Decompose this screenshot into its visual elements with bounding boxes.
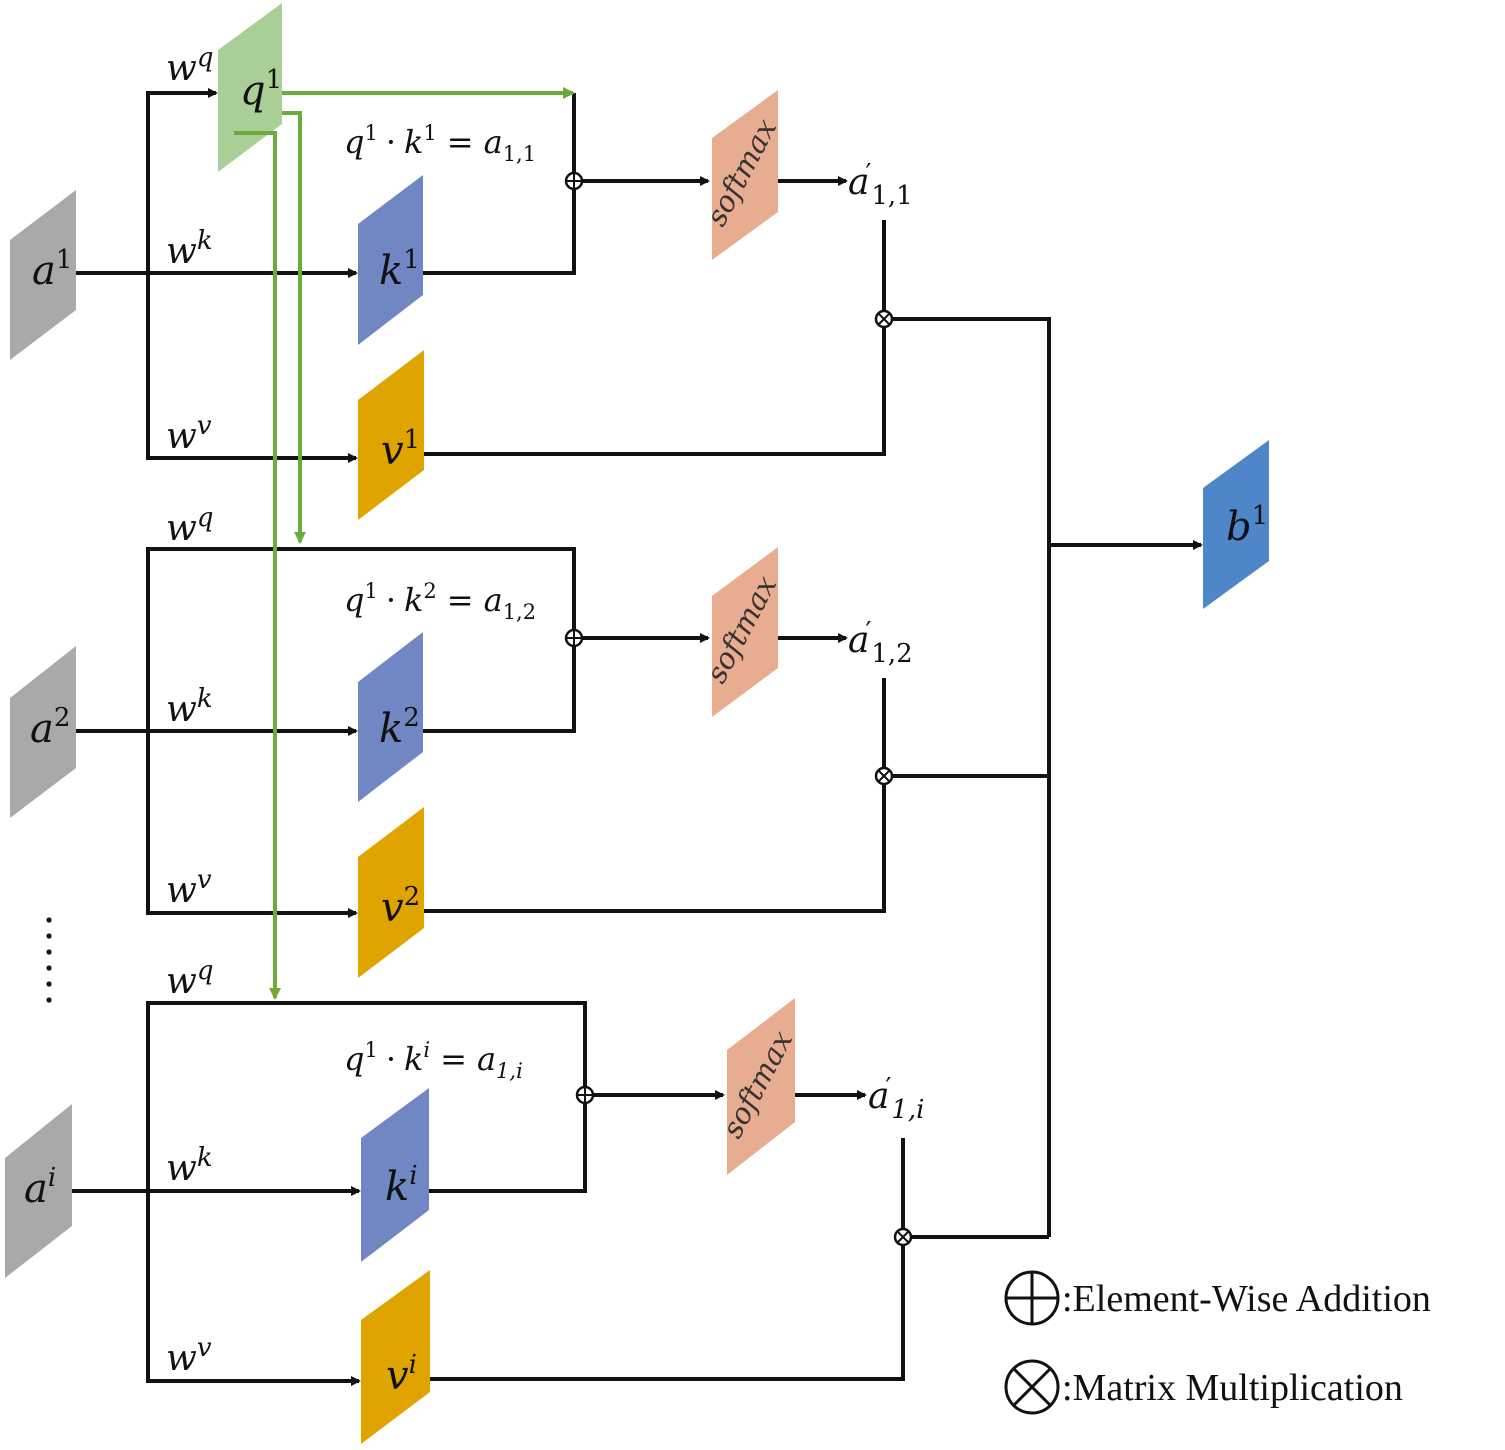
equation-q1-k2: q1·k2=a1,2	[344, 579, 536, 624]
label-k2: k2	[379, 703, 420, 752]
query-block-q1	[218, 3, 282, 172]
label-ai: ai	[24, 1163, 56, 1212]
equation-q1-ki: q1·ki=a1,i	[344, 1038, 523, 1083]
multiplication-operator-1	[874, 309, 894, 329]
vertical-ellipsis	[46, 917, 52, 1003]
legend-multiplication-text: :Matrix Multiplication	[1062, 1367, 1403, 1409]
label-wq-i: wq	[166, 956, 213, 1002]
label-a1: a1	[32, 245, 72, 294]
multiplication-operator-2	[874, 766, 894, 786]
label-v2: v2	[381, 882, 420, 931]
label-wq-1: wq	[166, 43, 213, 89]
softmax-block-1	[712, 90, 778, 260]
label-vi: vi	[386, 1350, 417, 1399]
key-block-ki	[361, 1088, 429, 1262]
legend-addition-text: :Element-Wise Addition	[1062, 1278, 1431, 1320]
label-wv-2: wv	[166, 865, 212, 911]
label-a2: a2	[30, 703, 70, 752]
value-block-vi	[361, 1270, 430, 1444]
label-b1: b1	[1226, 501, 1268, 550]
label-v1: v1	[381, 425, 420, 474]
label-wq-2: wq	[166, 503, 213, 549]
value-block-v1	[358, 350, 424, 520]
input-block-a1	[10, 190, 76, 360]
legend-addition-icon	[1004, 1270, 1060, 1326]
label-a-prime-12: a′1,2	[848, 617, 913, 669]
key-block-k1	[358, 175, 423, 345]
label-ki: ki	[385, 1161, 418, 1210]
addition-operator-2	[564, 628, 584, 648]
input-block-ai	[5, 1104, 72, 1278]
addition-operator-1	[564, 171, 584, 191]
legend: :Element-Wise Addition :Matrix Multiplic…	[1004, 1270, 1431, 1415]
label-wk-2: wk	[166, 684, 213, 730]
value-block-v2	[358, 807, 424, 978]
label-a-prime-11: a′1,1	[848, 159, 913, 211]
multiplication-operator-3	[893, 1227, 913, 1247]
key-block-k2	[358, 632, 423, 802]
addition-operator-3	[575, 1085, 595, 1105]
label-wk-1: wk	[166, 226, 213, 272]
label-wv-1: wv	[166, 411, 212, 457]
legend-multiplication-icon	[1004, 1359, 1060, 1415]
output-block-b1	[1203, 440, 1269, 609]
label-k1: k1	[379, 245, 420, 294]
label-wv-i: wv	[166, 1333, 212, 1379]
label-wk-i: wk	[166, 1143, 213, 1189]
softmax-block-3	[727, 998, 795, 1175]
input-block-a2	[10, 646, 76, 818]
label-a-prime-1i: a′1,i	[868, 1073, 925, 1125]
softmax-block-2	[712, 547, 778, 717]
label-q1: q1	[240, 65, 282, 114]
equation-q1-k1: q1·k1=a1,1	[344, 121, 536, 166]
